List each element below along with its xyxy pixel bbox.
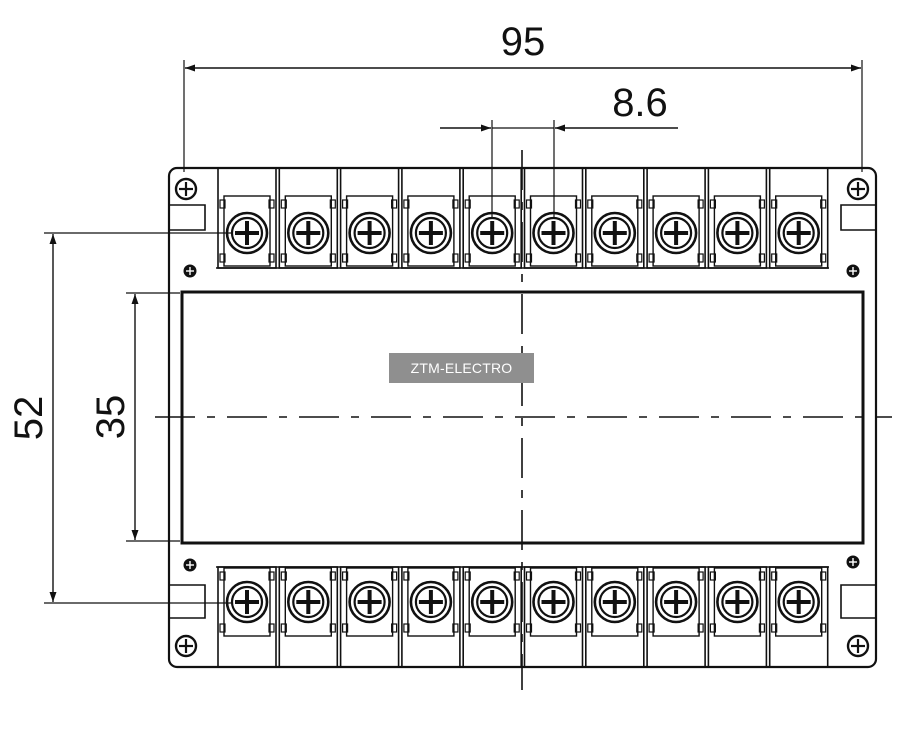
terminal-housing bbox=[401, 566, 461, 668]
terminal-housing bbox=[278, 167, 339, 269]
terminal bbox=[217, 566, 277, 668]
width-dimension-label: 95 bbox=[501, 20, 546, 64]
terminal-housing bbox=[646, 566, 706, 668]
terminal-housing bbox=[707, 167, 768, 269]
terminal-housing bbox=[768, 167, 829, 269]
terminal-housing bbox=[217, 566, 277, 668]
pitch-dimension-label: 8.6 bbox=[612, 81, 668, 125]
terminal bbox=[278, 566, 339, 668]
terminal-housing bbox=[217, 167, 277, 269]
terminal bbox=[339, 167, 400, 269]
terminal-housing bbox=[401, 167, 461, 269]
terminal-housing bbox=[339, 566, 400, 668]
terminal-housing bbox=[768, 566, 829, 668]
locating-pin bbox=[183, 264, 197, 278]
terminal bbox=[707, 167, 768, 269]
left-bottom-notch bbox=[169, 584, 206, 619]
terminal bbox=[707, 566, 768, 668]
terminal bbox=[584, 167, 645, 269]
terminal-housing bbox=[646, 167, 706, 269]
terminal bbox=[339, 566, 400, 668]
terminal bbox=[462, 566, 523, 668]
watermark-badge: ZTM-ELECTRO bbox=[389, 353, 534, 383]
locating-pin bbox=[846, 555, 860, 569]
terminal bbox=[768, 566, 829, 668]
terminal-housing bbox=[584, 566, 645, 668]
terminal bbox=[646, 167, 706, 269]
locating-pin bbox=[846, 264, 860, 278]
terminal bbox=[768, 167, 829, 269]
terminal-housing bbox=[339, 167, 400, 269]
height-dimension-label: 52 bbox=[7, 396, 51, 441]
terminal-housing bbox=[584, 167, 645, 269]
terminal bbox=[523, 566, 584, 668]
terminal-housing bbox=[707, 566, 768, 668]
window-dimension-label: 35 bbox=[89, 395, 133, 440]
mounting-hole bbox=[846, 634, 870, 658]
mounting-hole bbox=[846, 177, 870, 201]
mounting-hole bbox=[174, 177, 198, 201]
right-top-notch bbox=[840, 204, 876, 231]
right-bottom-notch bbox=[840, 584, 876, 619]
locating-pin bbox=[183, 558, 197, 572]
terminal bbox=[646, 566, 706, 668]
mounting-holes bbox=[174, 177, 870, 658]
top-terminal-row bbox=[217, 167, 829, 269]
terminal bbox=[401, 566, 461, 668]
terminal bbox=[401, 167, 461, 269]
terminal bbox=[217, 167, 277, 269]
mounting-hole bbox=[174, 634, 198, 658]
terminal bbox=[584, 566, 645, 668]
bottom-terminal-row bbox=[217, 566, 829, 668]
terminal-housing bbox=[278, 566, 339, 668]
terminal bbox=[278, 167, 339, 269]
terminal-housing bbox=[523, 566, 584, 668]
left-top-notch bbox=[169, 204, 206, 231]
